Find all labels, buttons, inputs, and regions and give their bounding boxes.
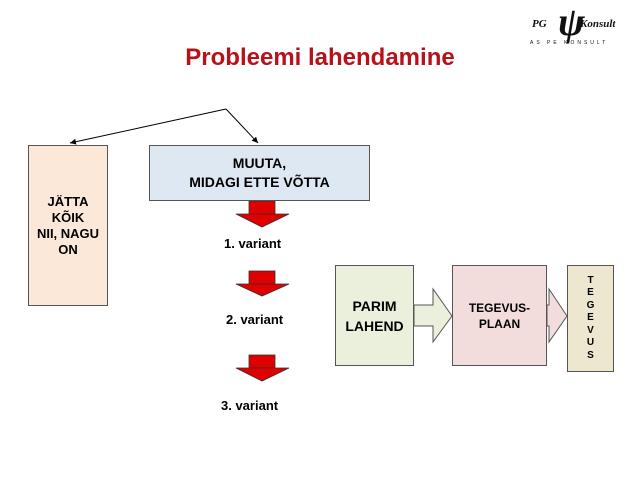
actions-letter: T: [587, 274, 594, 286]
action-plan-box: TEGEVUS- PLAAN: [452, 265, 547, 366]
fork-arrow-right: [225, 108, 259, 144]
red-arrow-2: [235, 270, 290, 297]
change-line-2: MIDAGI ETTE VÕTTA: [189, 174, 330, 190]
variant-1-label: 1. variant: [224, 236, 282, 251]
plan-line-1: TEGEVUS-: [468, 300, 531, 315]
logo-text-left: PG: [532, 18, 547, 30]
leave-line-2: KÕIK: [51, 209, 85, 225]
leave-line-4: ON: [58, 241, 78, 257]
leave-as-is-box: JÄTTA KÕIK NII, NAGU ON: [28, 145, 108, 306]
red-arrow-1: [235, 200, 290, 228]
best-solution-box: PARIM LAHEND: [335, 265, 414, 366]
actions-letter: E: [587, 287, 594, 299]
best-line-1: PARIM: [352, 297, 397, 314]
change-box: MUUTA, MIDAGI ETTE VÕTTA: [149, 145, 370, 201]
logo-subtitle: AS PE KONSULT: [530, 40, 609, 46]
actions-letter: E: [587, 312, 594, 324]
fork-arrow-left: [69, 108, 227, 145]
psi-icon: ψ: [558, 0, 585, 44]
logo-text-right: Konsult: [580, 18, 616, 30]
actions-letter: S: [587, 349, 594, 361]
red-arrow-3: [235, 354, 290, 382]
plan-line-2: PLAAN: [478, 316, 521, 331]
actions-letter: G: [586, 299, 595, 311]
page-title: Probleemi lahendamine: [185, 44, 455, 71]
leave-line-1: JÄTTA: [47, 193, 89, 209]
best-line-2: LAHEND: [345, 317, 404, 334]
variant-2-label: 2. variant: [226, 312, 284, 327]
variant-3-label: 3. variant: [221, 398, 279, 413]
actions-letter: U: [586, 337, 595, 349]
block-arrow-plan-to-actions: [546, 287, 568, 344]
change-line-1: MUUTA,: [232, 155, 287, 171]
actions-box: T E G E V U S: [567, 265, 614, 372]
leave-line-3: NII, NAGU: [36, 225, 100, 241]
block-arrow-best-to-plan: [413, 287, 453, 344]
actions-letter: V: [587, 324, 594, 336]
